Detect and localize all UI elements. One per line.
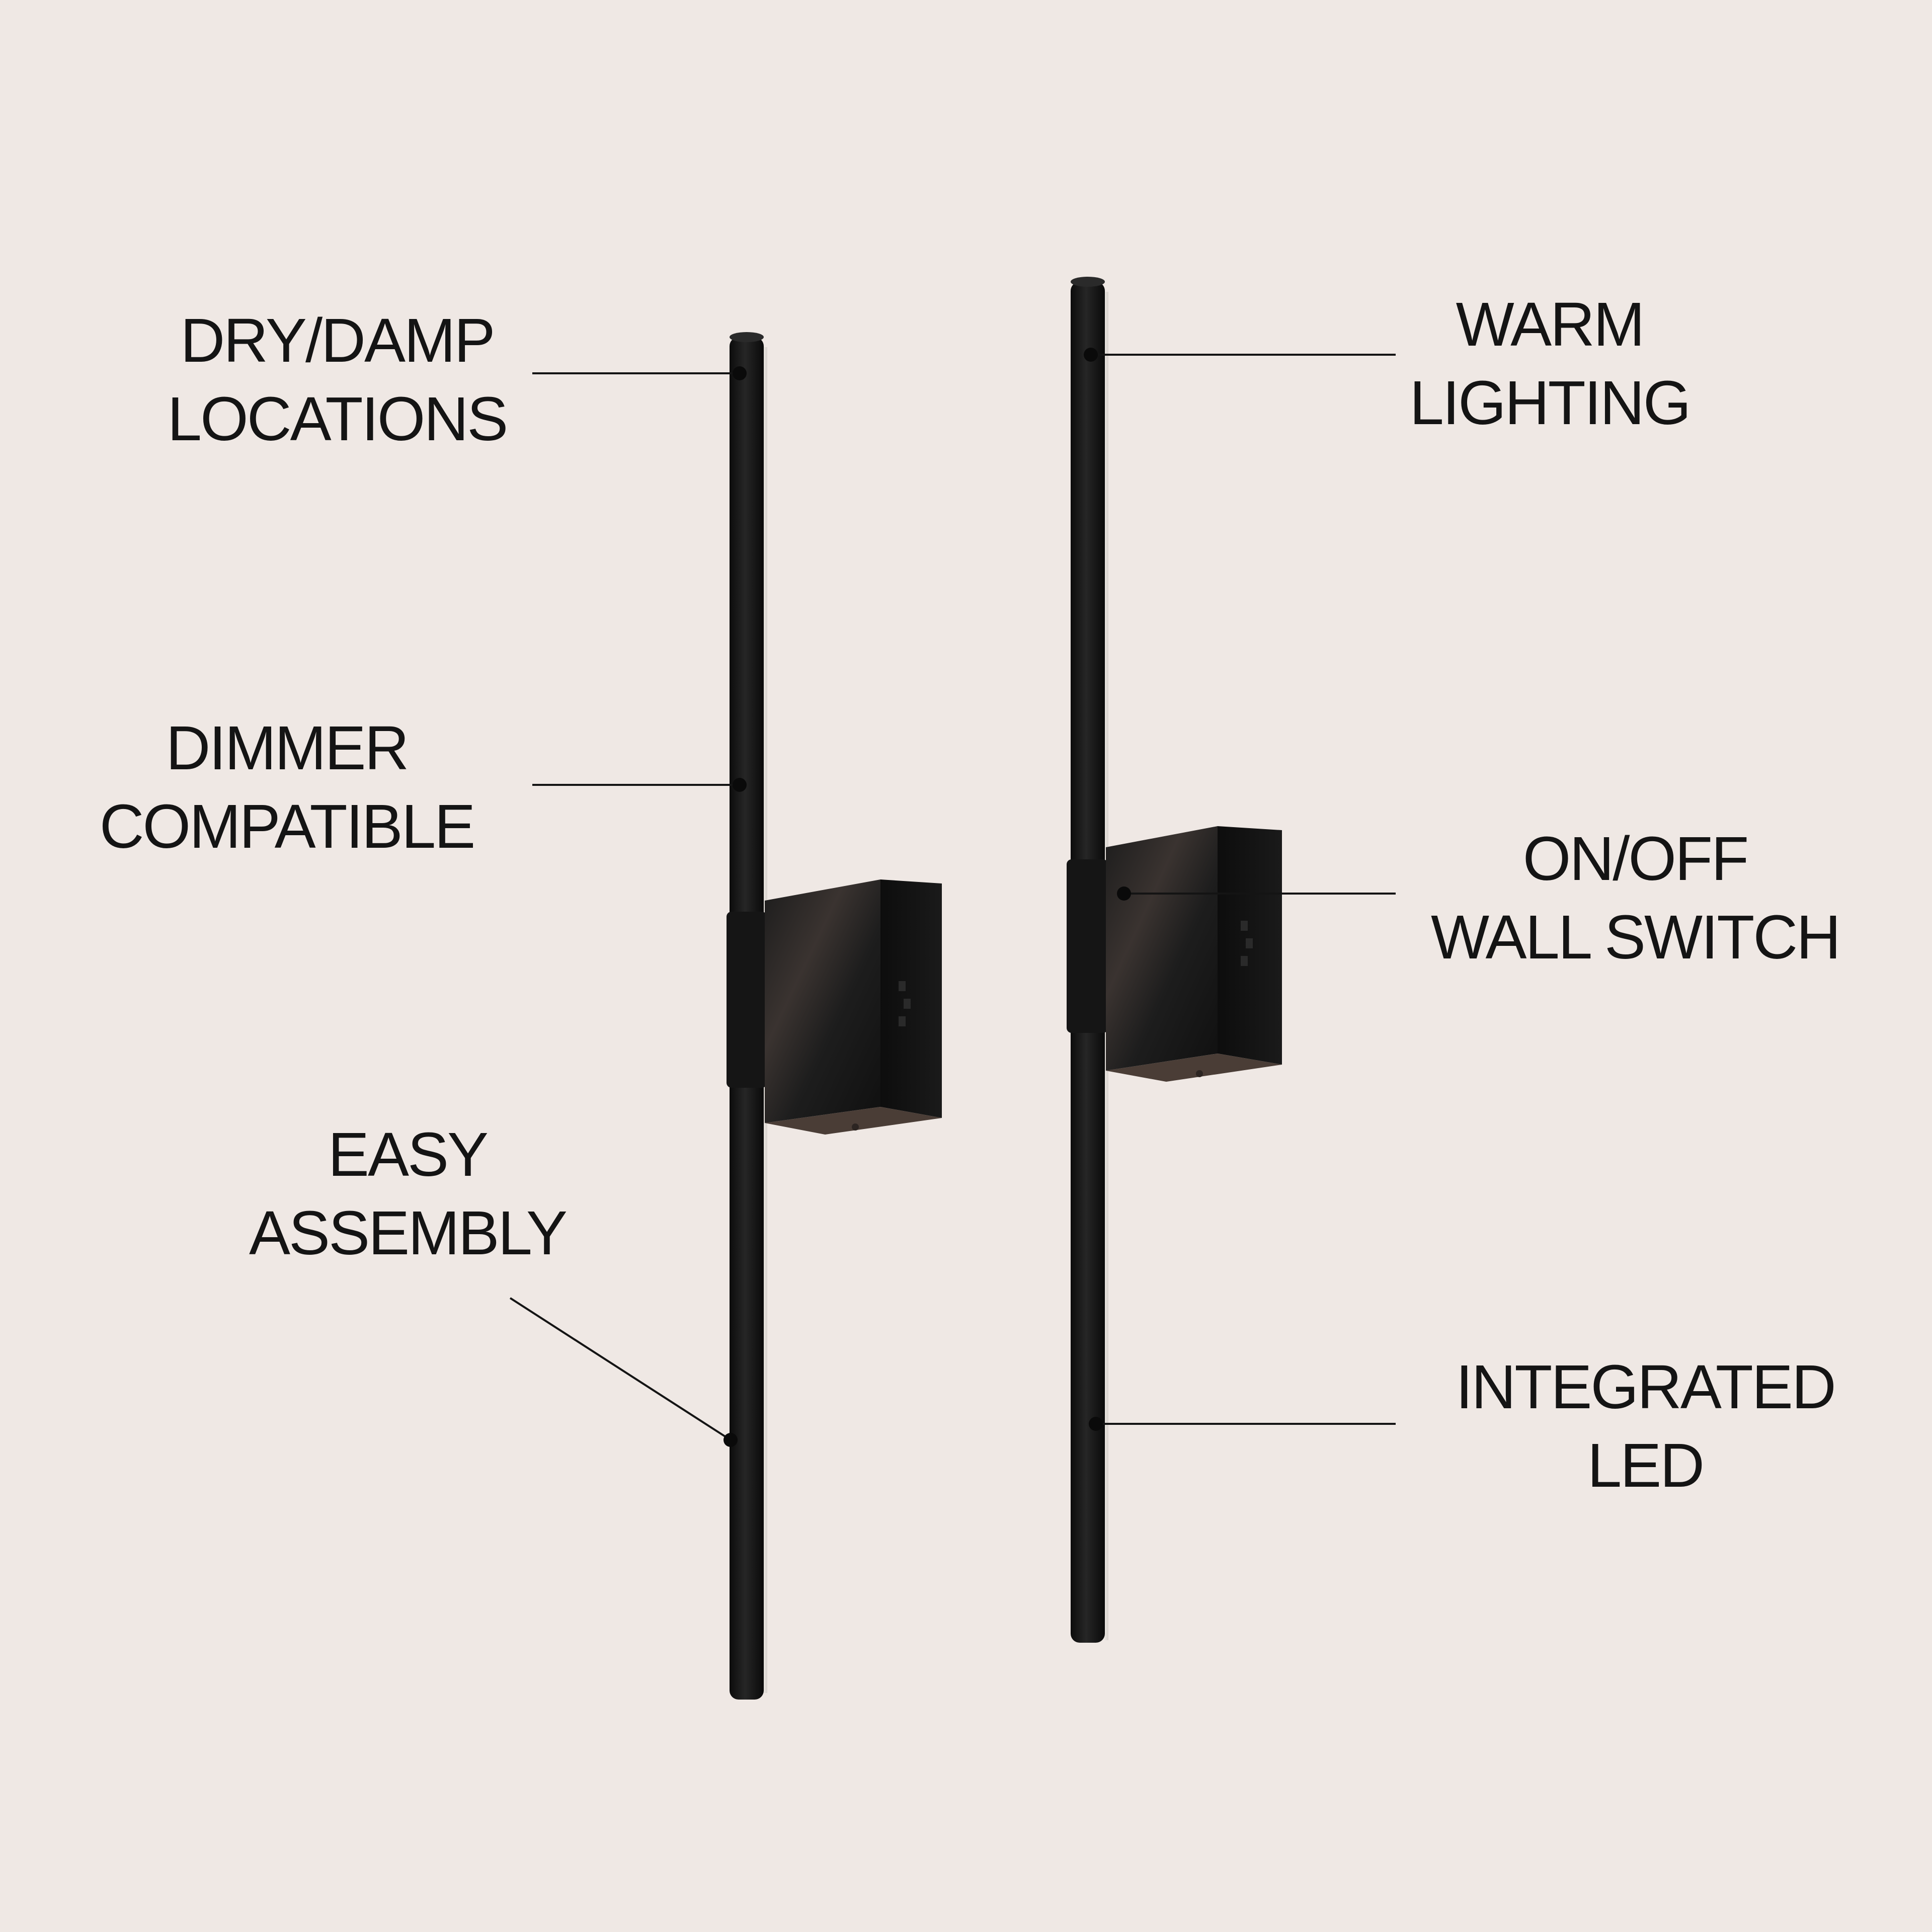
right-sconce	[1067, 277, 1282, 1643]
feature-assembly-line2: ASSEMBLY	[249, 1199, 568, 1268]
feature-switch-line1: ON/OFF	[1522, 825, 1749, 894]
feature-led-line2: LED	[1587, 1431, 1705, 1500]
feature-dimmer: DIMMER COMPATIBLE	[86, 709, 488, 866]
feature-led-line1: INTEGRATED	[1456, 1353, 1836, 1422]
callout-dot-led	[1089, 1417, 1103, 1431]
left-wall-plate-bottom	[765, 1107, 942, 1135]
feature-dry-damp-line1: DRY/DAMP	[180, 306, 495, 375]
callout-dots	[723, 348, 1131, 1447]
callout-dot-dry-damp	[733, 366, 747, 380]
left-wall-plate	[765, 879, 880, 1123]
left-collar	[727, 912, 767, 1088]
left-rod-top-cap	[730, 332, 764, 342]
callout-dot-assembly	[723, 1433, 738, 1447]
callout-dot-switch	[1117, 887, 1131, 901]
feature-dimmer-line2: COMPATIBLE	[99, 792, 476, 861]
feature-integrated-led: INTEGRATED LED	[1434, 1348, 1857, 1505]
feature-warm-line2: LIGHTING	[1409, 369, 1692, 438]
feature-switch-line2: WALL SWITCH	[1430, 903, 1841, 972]
feature-wall-switch: ON/OFF WALL SWITCH	[1404, 820, 1867, 977]
callout-line-assembly	[509, 1297, 732, 1441]
left-wall-plate-side	[880, 879, 942, 1118]
feature-warm-lighting: WARM LIGHTING	[1374, 286, 1726, 443]
right-wall-plate	[1106, 826, 1218, 1071]
right-rod-top-cap	[1071, 277, 1105, 287]
callout-lines	[509, 354, 1396, 1441]
callout-dot-warm	[1084, 348, 1098, 362]
right-wall-plate-bottom	[1106, 1054, 1282, 1082]
callout-dot-dimmer	[733, 778, 747, 792]
feature-assembly: EASY ASSEMBLY	[231, 1116, 584, 1273]
feature-dry-damp: DRY/DAMP LOCATIONS	[151, 302, 523, 459]
feature-assembly-line1: EASY	[328, 1120, 489, 1189]
left-sconce	[727, 332, 942, 1700]
feature-warm-line1: WARM	[1456, 290, 1645, 359]
feature-dry-damp-line2: LOCATIONS	[167, 385, 509, 454]
feature-dimmer-line1: DIMMER	[166, 714, 410, 783]
right-collar	[1067, 859, 1108, 1033]
